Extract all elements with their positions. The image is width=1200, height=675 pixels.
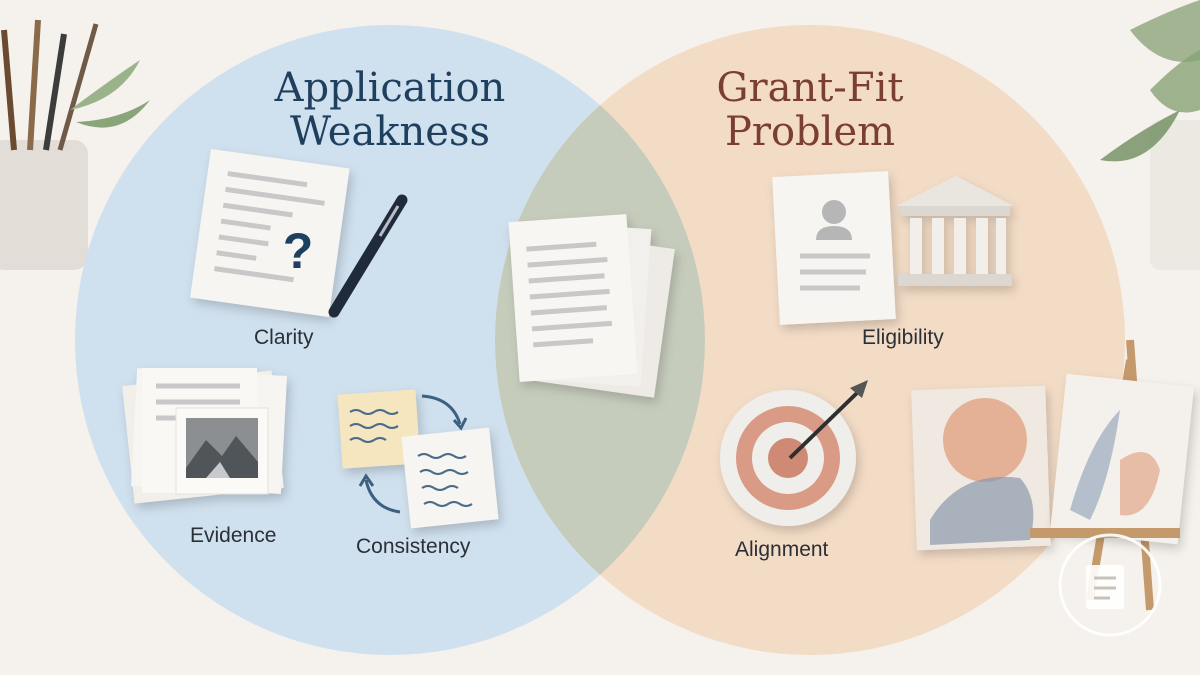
consistency-label: Consistency bbox=[356, 535, 471, 558]
clarity-label: Clarity bbox=[254, 326, 314, 349]
easel-icon bbox=[1030, 339, 1194, 611]
artwork-icon bbox=[911, 385, 1051, 551]
right-title-line2: Problem bbox=[724, 109, 896, 155]
logo-badge-icon bbox=[1058, 533, 1162, 637]
target-icon bbox=[720, 390, 856, 526]
alignment-label: Alignment bbox=[735, 538, 829, 561]
svg-text:?: ? bbox=[283, 223, 314, 279]
document-stack-icon bbox=[508, 214, 675, 398]
left-circle-title: Application Weakness bbox=[240, 66, 540, 154]
question-document-icon: ? bbox=[190, 148, 350, 318]
institution-icon bbox=[896, 176, 1014, 286]
pen-icon bbox=[328, 194, 408, 318]
photo-stack-icon bbox=[122, 368, 287, 504]
left-title-line1: Application bbox=[274, 65, 506, 111]
right-circle-title: Grant-Fit Problem bbox=[660, 66, 960, 154]
eligibility-label: Eligibility bbox=[862, 326, 944, 349]
brush-pot-decor bbox=[0, 19, 150, 270]
evidence-label: Evidence bbox=[190, 524, 277, 547]
profile-institution-icon bbox=[772, 171, 1014, 325]
left-title-line2: Weakness bbox=[289, 109, 491, 155]
target-artwork-icon bbox=[720, 339, 1194, 611]
plant-decor bbox=[1100, 0, 1200, 270]
right-title-line1: Grant-Fit bbox=[716, 65, 904, 111]
overlap-region bbox=[495, 25, 705, 655]
sync-notes-icon bbox=[337, 389, 499, 529]
